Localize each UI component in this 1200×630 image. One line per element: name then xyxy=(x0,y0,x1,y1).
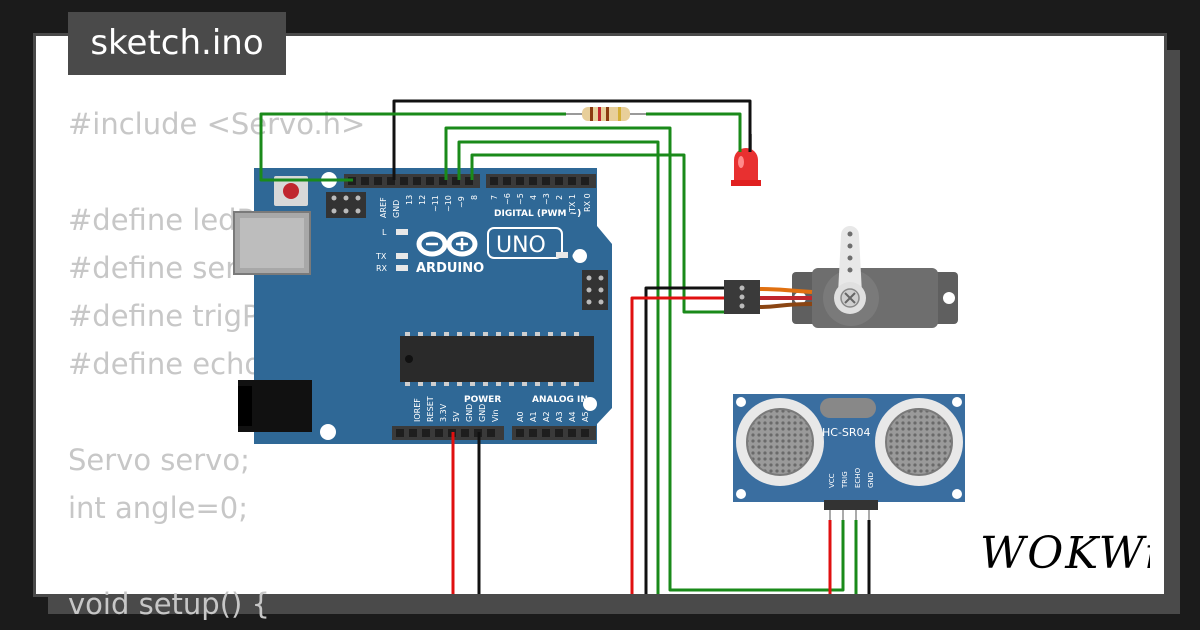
code-line: void setup() { xyxy=(68,587,270,621)
digital-pwm-label: DIGITAL (PWM ~) xyxy=(494,209,581,219)
servo-motor[interactable] xyxy=(724,226,958,328)
arduino-model: UNO xyxy=(496,233,546,258)
pin-label: A0 xyxy=(516,411,525,422)
wokwi-logo-text: WOKWi xyxy=(980,528,1150,578)
sensor-pin-label: VCC xyxy=(828,473,836,488)
led-on-label: ON xyxy=(572,252,584,261)
code-line: #define ser xyxy=(68,251,238,285)
arduino-logo-icon xyxy=(416,231,478,257)
pin-label: ~10 xyxy=(444,195,453,212)
arduino-brand: ARDUINO xyxy=(416,261,484,276)
led-l-label: L xyxy=(382,228,387,237)
icsp-header xyxy=(326,192,366,218)
analog-label: ANALOG IN xyxy=(532,395,588,405)
pin-label: A3 xyxy=(555,411,564,422)
pin-label: RX 0 xyxy=(583,193,592,212)
pin-label: 2 xyxy=(555,195,564,200)
red-led[interactable] xyxy=(731,134,761,186)
code-line: #define echo xyxy=(68,347,263,381)
pin-label: 8 xyxy=(470,195,479,200)
code-line: #define trigP xyxy=(68,299,260,333)
wokwi-logo: WOKWi xyxy=(980,528,1150,578)
pin-label: TX 1 xyxy=(568,194,577,213)
wires xyxy=(259,99,871,594)
pin-label: ~11 xyxy=(431,195,440,212)
code-line: Servo servo; xyxy=(68,443,250,477)
icsp-header-right xyxy=(582,270,608,310)
sensor-pin-label: GND xyxy=(867,472,875,488)
pin-label: 3.3V xyxy=(439,403,448,422)
pin-label: AREF xyxy=(379,197,388,218)
pin-label: Vin xyxy=(491,409,500,422)
arduino-uno-board[interactable]: AREF GND 13 12 ~11 ~10 ~9 8 7 ~6 ~5 4 ~3… xyxy=(233,168,612,444)
sensor-pin-label: TRIG xyxy=(841,471,849,489)
pin-label: 13 xyxy=(405,195,414,205)
resistor[interactable] xyxy=(566,107,646,121)
pin-label: A5 xyxy=(581,411,590,422)
pin-label: A4 xyxy=(568,411,577,422)
pin-label: 5V xyxy=(452,411,461,422)
sensor-pin-label: ECHO xyxy=(854,467,862,488)
power-label: POWER xyxy=(464,395,501,405)
pin-label: GND xyxy=(392,200,401,218)
pin-label: A1 xyxy=(529,411,538,422)
sensor-model-label: HC-SR04 xyxy=(822,426,871,439)
pin-label: ~5 xyxy=(516,193,525,205)
pin-label: 12 xyxy=(418,195,427,205)
pin-label: A2 xyxy=(542,411,551,422)
pin-label: RESET xyxy=(426,396,435,422)
file-tab[interactable]: sketch.ino xyxy=(68,12,286,75)
pin-label: ~3 xyxy=(542,193,551,205)
pin-label: 4 xyxy=(529,195,538,200)
microcontroller-chip xyxy=(400,336,594,382)
pin-label: ~6 xyxy=(503,193,512,205)
pin-label: GND xyxy=(478,404,487,422)
pin-label: ~9 xyxy=(457,196,466,208)
ultrasonic-sensor[interactable]: HC-SR04 VCC TRIG ECHO GND xyxy=(733,394,965,520)
code-line: int angle=0; xyxy=(68,491,249,525)
digital-header-right xyxy=(486,174,596,188)
pin-label: 7 xyxy=(490,195,499,200)
pin-label: IOREF xyxy=(413,398,422,422)
code-line: #define ledP xyxy=(68,203,255,237)
led-rx-label: RX xyxy=(376,264,388,273)
led-tx-label: TX xyxy=(375,252,387,261)
pin-label: GND xyxy=(465,404,474,422)
